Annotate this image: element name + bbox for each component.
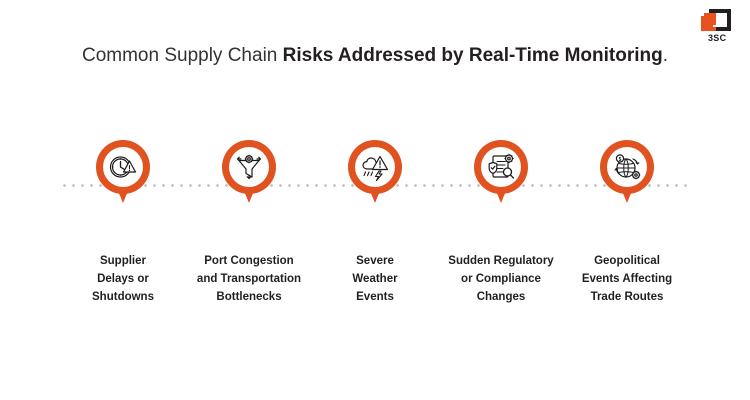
logo-mark (696, 8, 738, 33)
page-title-period: . (662, 45, 669, 66)
compliance-document-shield-icon (486, 152, 516, 182)
pin-inner: $ (607, 147, 647, 187)
timeline-item-label: Port Congestion and Transportation Bottl… (196, 255, 302, 303)
timeline-item-regulatory-changes[interactable]: Sudden Regulatory or Compliance Changes (438, 140, 564, 340)
timeline-item-port-congestion[interactable]: Port Congestion and Transportation Bottl… (186, 140, 312, 340)
clock-warning-icon (108, 153, 138, 181)
logo-square-orange-overlap (704, 13, 716, 25)
timeline-item-label: Supplier Delays or Shutdowns (92, 255, 154, 303)
pin-marker[interactable] (474, 140, 528, 206)
page-title: Common Supply Chain Risks Addressed by R… (0, 42, 750, 70)
page-title-bold: Risks Addressed by Real-Time Monitoring (282, 45, 663, 66)
pin-inner (355, 147, 395, 187)
globe-trade-coins-icon: $ (612, 152, 642, 182)
pin-marker[interactable]: $ (600, 140, 654, 206)
pin-marker[interactable] (348, 140, 402, 206)
timeline-item-severe-weather[interactable]: Severe Weather Events (312, 140, 438, 340)
timeline-item-supplier-delays[interactable]: Supplier Delays or Shutdowns (60, 140, 186, 340)
risk-timeline: Supplier Delays or Shutdowns (0, 140, 750, 340)
page-title-regular: Common Supply Chain (81, 45, 283, 66)
timeline-pins: Supplier Delays or Shutdowns (60, 140, 690, 340)
pin-inner (229, 147, 269, 187)
pin-inner (103, 147, 143, 187)
logo-wordmark: 3SC (708, 33, 727, 43)
storm-cloud-warning-icon (360, 153, 390, 181)
svg-text:$: $ (619, 157, 622, 163)
timeline-item-label: Severe Weather Events (352, 255, 398, 303)
pin-marker[interactable] (222, 140, 276, 206)
pin-inner (481, 147, 521, 187)
timeline-item-geopolitical-events[interactable]: $ (564, 140, 690, 340)
timeline-item-label: Geopolitical Events Affecting Trade Rout… (581, 255, 673, 303)
funnel-gear-bottleneck-icon (234, 152, 264, 182)
timeline-item-label: Sudden Regulatory or Compliance Changes (448, 255, 554, 303)
brand-logo: 3SC (696, 8, 738, 44)
logo-square-white (713, 13, 727, 27)
pin-marker[interactable] (96, 140, 150, 206)
